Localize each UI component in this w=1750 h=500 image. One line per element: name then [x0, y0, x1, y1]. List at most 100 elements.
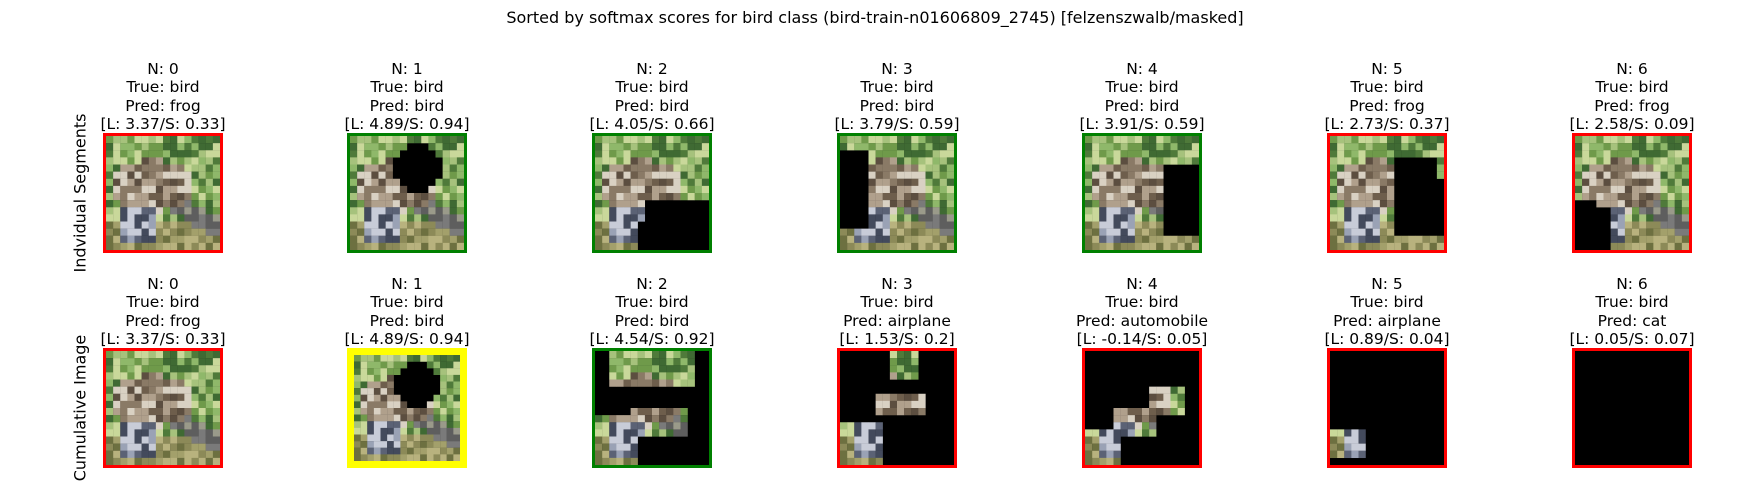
- cell-image: [1572, 133, 1692, 253]
- cell-true-label: True: bird: [1595, 293, 1669, 312]
- cell-score-label: [L: 4.54/S: 0.92]: [589, 329, 715, 348]
- cell-index-label: N: 0: [147, 60, 179, 78]
- cell-true-label: True: bird: [126, 78, 200, 97]
- segment-image: [106, 136, 220, 250]
- segment-image: [1085, 386, 1185, 465]
- cell-true-label: True: bird: [860, 78, 934, 97]
- cell-image: [1327, 348, 1447, 468]
- cell-index-label: N: 0: [147, 275, 179, 293]
- cell-pred-label: Pred: airplane: [1333, 311, 1441, 330]
- cell-index-label: N: 4: [1126, 60, 1158, 78]
- segment-image: [1575, 136, 1689, 250]
- cell-pred-label: Pred: bird: [859, 96, 935, 115]
- cell-true-label: True: bird: [1105, 78, 1179, 97]
- cell-true-label: True: bird: [860, 293, 934, 312]
- cell-index-label: N: 3: [881, 275, 913, 293]
- cell-pred-label: Pred: frog: [1594, 96, 1670, 115]
- cell-score-label: [L: 0.05/S: 0.07]: [1569, 329, 1695, 348]
- cell-index-label: N: 2: [636, 275, 668, 293]
- segment-image: [1575, 351, 1689, 465]
- cell-image: [1082, 348, 1202, 468]
- cell-pred-label: Pred: airplane: [843, 311, 951, 330]
- cell-true-label: True: bird: [615, 293, 689, 312]
- cell-image: [103, 133, 223, 253]
- cell-score-label: [L: 3.37/S: 0.33]: [100, 114, 226, 133]
- cell-image: [592, 348, 712, 468]
- segment-image: [1330, 429, 1366, 459]
- segment-image: [1085, 136, 1199, 250]
- segment-image: [595, 136, 709, 250]
- cell-score-label: [L: 1.53/S: 0.2]: [839, 329, 955, 348]
- cell-image: [1082, 133, 1202, 253]
- cell-score-label: [L: 4.05/S: 0.66]: [589, 114, 715, 133]
- cell-score-label: [L: 4.89/S: 0.94]: [344, 329, 470, 348]
- cell-score-label: [L: 0.89/S: 0.04]: [1324, 329, 1450, 348]
- cell-true-label: True: bird: [615, 78, 689, 97]
- cell-pred-label: Pred: bird: [614, 96, 690, 115]
- cell-pred-label: Pred: cat: [1597, 311, 1667, 330]
- cell-index-label: N: 5: [1371, 60, 1403, 78]
- segment-image: [106, 351, 220, 465]
- cell-true-label: True: bird: [1595, 78, 1669, 97]
- cell-image: [1572, 348, 1692, 468]
- cell-pred-label: Pred: bird: [1104, 96, 1180, 115]
- cell-true-label: True: bird: [370, 293, 444, 312]
- cell-index-label: N: 6: [1616, 60, 1648, 78]
- segment-image: [350, 136, 464, 250]
- cell-pred-label: Pred: frog: [125, 311, 201, 330]
- cell-pred-label: Pred: bird: [369, 311, 445, 330]
- row-label-individual-segments: Indvidual Segments: [70, 113, 90, 273]
- cell-image: [103, 348, 223, 468]
- cell-image: [347, 348, 467, 468]
- cell-true-label: True: bird: [1350, 78, 1424, 97]
- cell-index-label: N: 5: [1371, 275, 1403, 293]
- cell-pred-label: Pred: bird: [369, 96, 445, 115]
- cell-score-label: [L: 2.58/S: 0.09]: [1569, 114, 1695, 133]
- cell-index-label: N: 1: [391, 60, 423, 78]
- segment-image: [840, 351, 926, 465]
- cell-true-label: True: bird: [370, 78, 444, 97]
- cell-true-label: True: bird: [1350, 293, 1424, 312]
- cell-index-label: N: 4: [1126, 275, 1158, 293]
- cell-score-label: [L: -0.14/S: 0.05]: [1076, 329, 1208, 348]
- cell-pred-label: Pred: frog: [1349, 96, 1425, 115]
- segment-image: [1330, 136, 1444, 250]
- cell-index-label: N: 6: [1616, 275, 1648, 293]
- cell-image: [1327, 133, 1447, 253]
- row-label-cumulative-image: Cumulative Image: [70, 334, 90, 482]
- cell-true-label: True: bird: [126, 293, 200, 312]
- segment-image: [595, 351, 695, 465]
- cell-score-label: [L: 4.89/S: 0.94]: [344, 114, 470, 133]
- cell-image: [592, 133, 712, 253]
- cell-index-label: N: 1: [391, 275, 423, 293]
- figure-title: Sorted by softmax scores for bird class …: [506, 8, 1244, 27]
- cell-score-label: [L: 3.91/S: 0.59]: [1079, 114, 1205, 133]
- cell-image: [837, 348, 957, 468]
- cell-pred-label: Pred: frog: [125, 96, 201, 115]
- cell-image: [837, 133, 957, 253]
- segment-image: [840, 136, 954, 250]
